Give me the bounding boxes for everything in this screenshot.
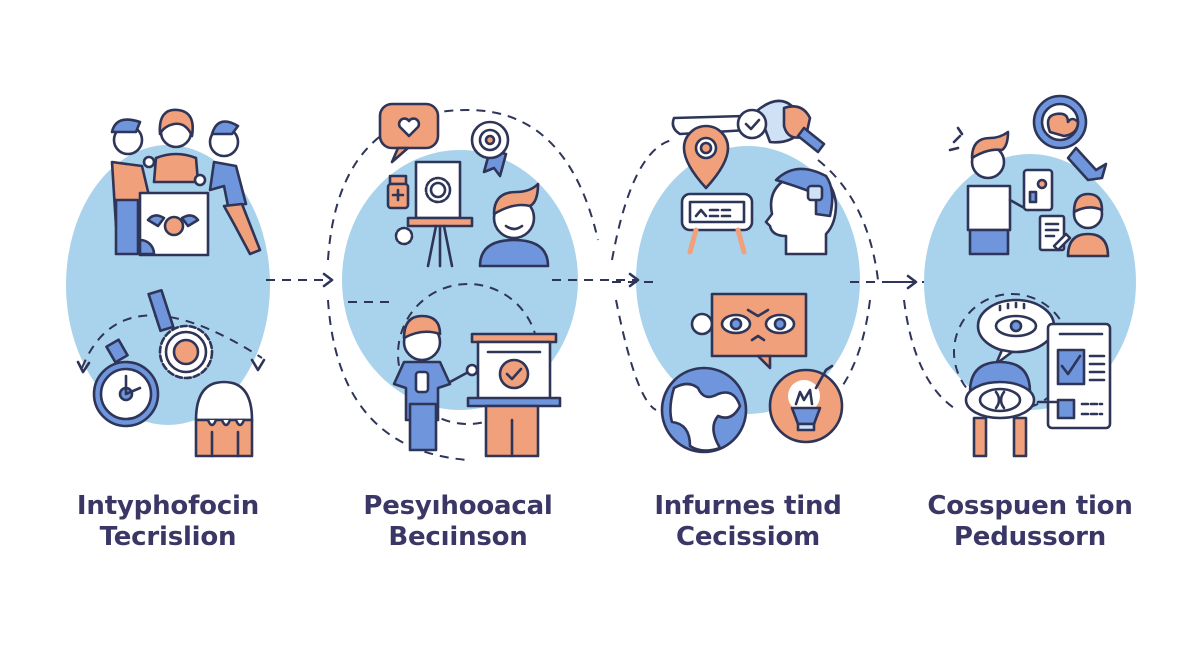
step-1-title-line1: Intyphofocin [76, 491, 260, 521]
cycle-arrow-bottom-left [903, 299, 955, 409]
step-3-title-line1: Infurnes tind [654, 491, 842, 521]
cycle-arrow-bottom-left [615, 299, 657, 411]
step-4-title-line1: Cosspuen tion [927, 491, 1133, 521]
presenter-icon [392, 314, 479, 452]
magnifier-badge-icon [1032, 94, 1108, 182]
connector-arrow-3-4 [850, 274, 918, 290]
child-icon [1066, 192, 1110, 258]
person-tablet-icon [948, 126, 1054, 256]
easel-gear-icon [394, 160, 474, 268]
step-1: Intyphofocin Tecrislion [28, 0, 308, 654]
medicine-bottle-icon [386, 174, 410, 210]
step-3-title-line2: Cecissiom [675, 522, 821, 552]
step-1-title-line2: Tecrislion [99, 522, 237, 552]
checkmark-board-icon [466, 332, 562, 458]
connector-arrow-2-3 [552, 272, 640, 288]
eye-person-icon [964, 360, 1036, 458]
globe-icon [660, 366, 748, 454]
step-2-title-line1: Pesyıhooacal [363, 491, 553, 521]
step-4: Cosspuen tion Pedussorn [890, 0, 1170, 654]
smiling-person-icon [478, 182, 550, 268]
checklist-icon [1036, 322, 1112, 430]
step-3-illustration [611, 99, 879, 454]
connector-arrow-1-2 [266, 272, 334, 288]
document-icon [1038, 214, 1072, 252]
step-2: Pesyıhooacal Becıinson [318, 0, 599, 654]
step-4-caption: Cosspuen tion Pedussorn [890, 491, 1170, 553]
step-2-illustration [327, 102, 599, 461]
sign-board-icon [680, 192, 754, 255]
speech-face-icon [690, 292, 808, 370]
handshake-icon [671, 99, 826, 154]
whiteboard-icon [138, 191, 210, 257]
team-meeting-icon [110, 108, 262, 256]
step-4-illustration [890, 94, 1136, 458]
step-4-title-line2: Pedussorn [953, 522, 1107, 552]
step-3: Infurnes tind Cecissiom [608, 0, 888, 654]
step-3-caption: Infurnes tind Cecissiom [608, 491, 888, 553]
cycle-arrow [81, 314, 263, 369]
stopwatch-icon [92, 360, 160, 428]
step-2-title-line2: Becıinson [388, 522, 528, 552]
gear-icon [158, 324, 214, 380]
outer-cycle-arrow-top [327, 108, 599, 261]
outer-cycle-arrow-bottom [327, 299, 469, 461]
head-profile-icon [764, 167, 838, 256]
step-2-caption: Pesyıhooacal Becıinson [318, 491, 598, 553]
heart-chat-bubble-icon [378, 102, 440, 164]
step-1-illustration [66, 108, 270, 458]
lightbulb-icon [768, 364, 844, 444]
ice-cream-icon [194, 380, 254, 458]
check-circle-icon [736, 108, 768, 140]
cycle-arrow-right [817, 159, 879, 281]
award-badge-icon [470, 120, 510, 178]
cycle-arrow-left [611, 139, 673, 261]
step-1-caption: Intyphofocin Tecrislion [28, 491, 308, 553]
location-pin-icon [682, 124, 730, 190]
eye-bubble-icon [976, 298, 1056, 366]
hammer-icon [105, 289, 175, 364]
